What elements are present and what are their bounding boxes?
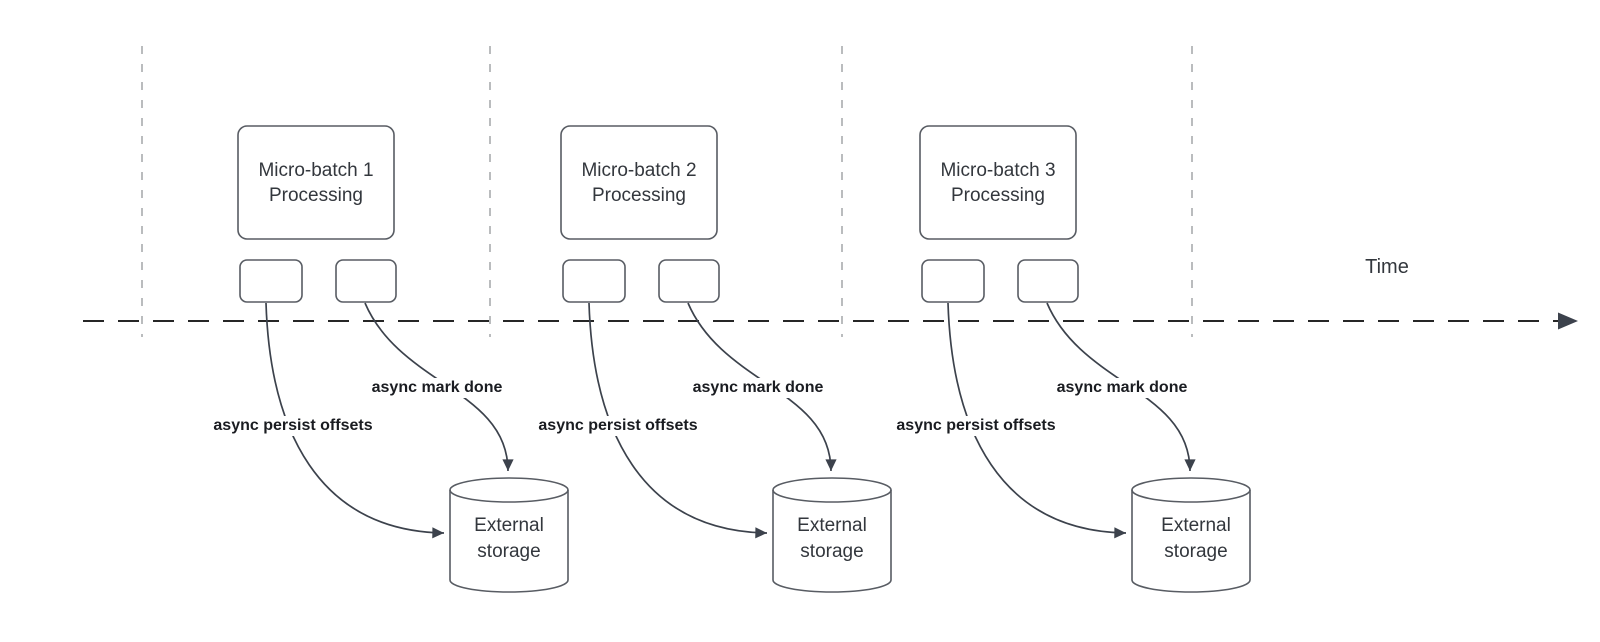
micro-batch-3-storage-cylinder <box>1131 477 1251 593</box>
micro-batch-2-storage-cylinder <box>772 477 892 593</box>
micro-batch-3-processing-label: Micro-batch 3 Processing <box>940 159 1056 206</box>
time-axis-arrowhead-icon <box>1558 312 1578 330</box>
time-axis-label: Time <box>1365 256 1409 278</box>
micro-batch-2-persist-offsets-label: async persist offsets <box>535 416 701 436</box>
micro-batch-3-external-storage-label: External storage <box>1161 515 1231 562</box>
micro-batch-2-external-storage-label: External storage <box>797 515 867 562</box>
micro-batch-1-processing-box <box>237 125 395 240</box>
micro-batch-1-persist-offsets-arrow <box>265 302 445 539</box>
micro-batch-1-processing-label: Micro-batch 1 Processing <box>258 159 374 206</box>
micro-batch-3-shapes <box>919 125 1251 593</box>
micro-batch-2-shapes <box>560 125 892 593</box>
micro-batch-2-persist-offsets-arrow <box>588 302 768 539</box>
micro-batch-2-processing-box <box>560 125 718 240</box>
micro-batch-3-processing-box <box>919 125 1077 240</box>
micro-batch-3-mark-done-label: async mark done <box>1053 378 1191 398</box>
micro-batch-1-done-small-box <box>335 259 397 303</box>
micro-batch-2-done-small-box <box>658 259 720 303</box>
micro-batch-2-persist-small-box <box>562 259 626 303</box>
micro-batch-1-storage-cylinder-lid <box>449 489 569 503</box>
micro-batch-3-persist-small-box <box>921 259 985 303</box>
micro-batch-3-storage-cylinder-lid <box>1131 489 1251 503</box>
micro-batch-1-mark-done-label: async mark done <box>368 378 506 398</box>
micro-batch-1-persist-small-box <box>239 259 303 303</box>
micro-batch-2-storage-cylinder-lid <box>772 489 892 503</box>
micro-batch-1-persist-offsets-label: async persist offsets <box>210 416 376 436</box>
micro-batch-2-mark-done-label: async mark done <box>689 378 827 398</box>
micro-batch-1-external-storage-label: External storage <box>474 515 544 562</box>
micro-batch-3-done-small-box <box>1017 259 1079 303</box>
micro-batch-2-processing-label: Micro-batch 2 Processing <box>581 159 697 206</box>
micro-batch-3-persist-offsets-label: async persist offsets <box>893 416 1059 436</box>
micro-batch-3-persist-offsets-arrow <box>947 302 1127 539</box>
micro-batch-1-storage-cylinder <box>449 477 569 593</box>
